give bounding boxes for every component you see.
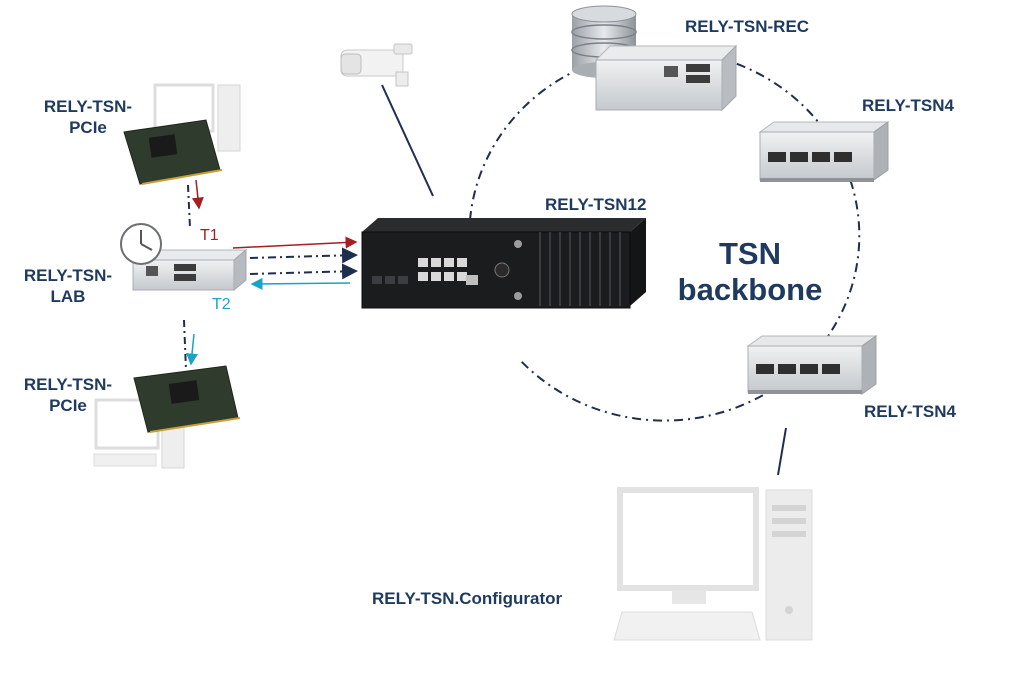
camera-icon	[340, 43, 413, 87]
t1-arrow	[232, 236, 358, 249]
tsn-backbone-line1: TSN	[719, 236, 781, 271]
tsn12-sfp-slots	[372, 276, 408, 284]
t2-arrow	[250, 277, 351, 290]
label-line: RELY-TSN-	[23, 375, 113, 394]
desktop-pc-icon	[153, 83, 241, 152]
camera-link	[381, 84, 434, 197]
rely-tsn-rec-device	[594, 44, 738, 112]
lab-tsn12-link-1	[249, 247, 358, 264]
rely-tsn12-device	[361, 218, 646, 309]
clock-icon	[120, 223, 162, 265]
label-rely-tsn-pcie-top: RELY-TSN- PCIe	[28, 96, 148, 138]
tsn-backbone-line2: backbone	[677, 272, 823, 307]
rely-tsn-lab-device	[131, 248, 248, 292]
tsn12-ports	[418, 258, 478, 285]
label-rely-tsn4-top: RELY-TSN4	[862, 96, 954, 115]
rely-tsn4-bottom-device	[746, 335, 878, 395]
pcie-bottom-arrow	[186, 333, 199, 366]
pcie-bottom-link	[183, 319, 187, 371]
label-rely-tsn12: RELY-TSN12	[545, 195, 647, 214]
label-line: PCIe	[69, 118, 107, 137]
pcie-top-arrow	[191, 179, 204, 210]
configurator-link	[777, 427, 787, 476]
heatsink-fins	[539, 232, 621, 306]
label-rely-tsn-lab: RELY-TSN- LAB	[8, 265, 128, 307]
t1-label: T1	[200, 227, 219, 244]
desktop-pc-icon	[613, 487, 813, 641]
tsn-backbone-title: TSN backbone	[665, 236, 835, 308]
label-rely-tsn-rec: RELY-TSN-REC	[685, 17, 810, 36]
label-line: RELY-TSN-	[43, 97, 133, 116]
label-line: RELY-TSN-	[23, 266, 113, 285]
label-line: LAB	[50, 287, 86, 306]
label-rely-tsn-configurator: RELY-TSN.Configurator	[372, 589, 563, 608]
pcie-card-bottom	[133, 365, 241, 433]
pcie-card-top	[123, 119, 223, 185]
label-rely-tsn4-bottom: RELY-TSN4	[864, 402, 956, 421]
label-line: PCIe	[49, 396, 87, 415]
lab-tsn12-link-2	[249, 263, 358, 280]
pcie-top-link	[187, 184, 191, 229]
rely-tsn4-top-device	[758, 121, 890, 182]
t2-label: T2	[212, 296, 231, 313]
label-rely-tsn-pcie-bottom: RELY-TSN- PCIe	[8, 374, 128, 416]
